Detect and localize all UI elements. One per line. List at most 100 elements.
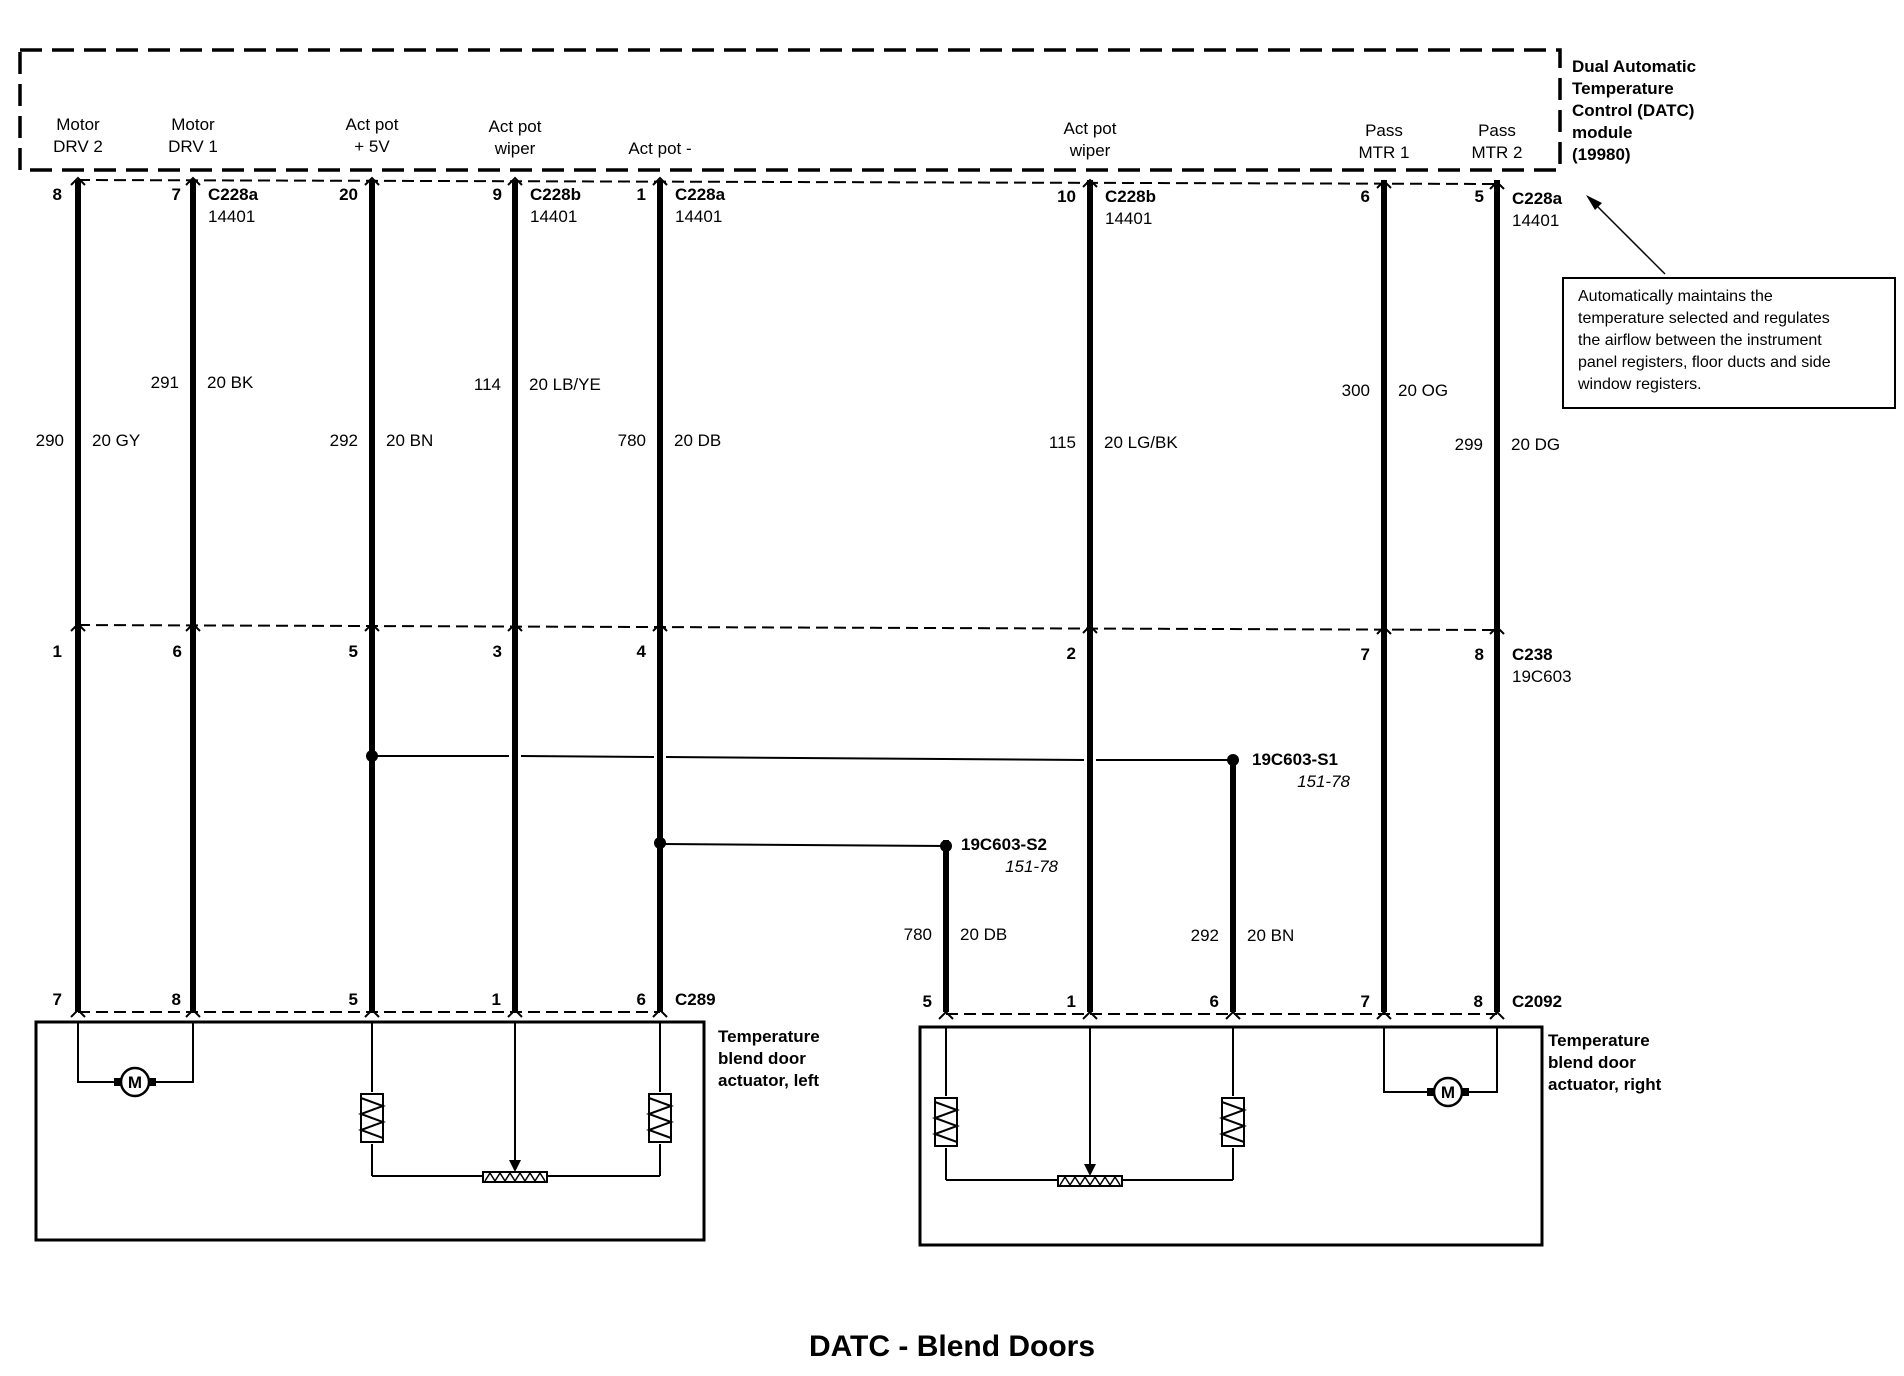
c238-connector-line: [77, 624, 1498, 631]
svg-text:the airflow between the instru: the airflow between the instrument: [1578, 332, 1822, 349]
svg-text:9: 9: [493, 185, 502, 204]
svg-text:8: 8: [53, 185, 62, 204]
svg-text:Dual Automatic: Dual Automatic: [1572, 57, 1696, 76]
resistor-left-b-icon: [648, 1093, 672, 1143]
bottom-pin-numbers: 7 8 5 1 6 C289 5 1 6 7 8 C2092: [53, 990, 1563, 1011]
diagram-title: DATC - Blend Doors: [809, 1330, 1095, 1363]
top-connector-ids: C228a 14401 C228b 14401 C228a 14401 C228…: [208, 185, 1563, 230]
splice-dot-s2: [940, 840, 952, 852]
resistor-right-a-icon: [934, 1097, 958, 1147]
svg-text:6: 6: [1210, 992, 1219, 1011]
svg-text:780: 780: [904, 925, 932, 944]
svg-text:actuator, left: actuator, left: [718, 1071, 819, 1090]
svg-text:panel registers, floor ducts a: panel registers, floor ducts and side: [1578, 354, 1831, 371]
svg-text:6: 6: [637, 990, 646, 1009]
svg-text:14401: 14401: [1512, 211, 1559, 230]
svg-text:292: 292: [330, 431, 358, 450]
svg-text:10: 10: [1057, 187, 1076, 206]
splice-dot-780: [654, 837, 666, 849]
note-arrow: [1594, 203, 1666, 275]
datc-module-outline: [18, 48, 1562, 172]
resistor-right-b-icon: [1221, 1097, 1245, 1147]
c238-label-2: 19C603: [1512, 667, 1572, 686]
pin-label-motor-drv2-2: DRV 2: [53, 137, 103, 156]
pin-label-act-pot-5v: Act pot: [346, 115, 399, 134]
svg-text:14401: 14401: [530, 207, 577, 226]
svg-text:14401: 14401: [208, 207, 255, 226]
svg-text:7: 7: [1361, 992, 1370, 1011]
svg-text:7: 7: [1361, 645, 1370, 664]
pin-label-pass-mtr2: Pass: [1478, 121, 1516, 140]
svg-text:Automatically maintains the: Automatically maintains the: [1578, 288, 1773, 305]
svg-text:1: 1: [1067, 992, 1076, 1011]
svg-text:780: 780: [618, 431, 646, 450]
pin-label-act-pot-wiper-right: Act pot: [1064, 119, 1117, 138]
svg-text:8: 8: [1475, 645, 1484, 664]
svg-text:4: 4: [637, 642, 647, 661]
svg-text:7: 7: [53, 990, 62, 1009]
svg-text:19C603-S2: 19C603-S2: [961, 835, 1047, 854]
svg-text:1: 1: [492, 990, 501, 1009]
svg-text:20 DB: 20 DB: [674, 431, 721, 450]
svg-text:2: 2: [1067, 644, 1076, 663]
pin-label-pass-mtr2-2: MTR 2: [1472, 143, 1523, 162]
svg-text:8: 8: [172, 990, 181, 1009]
svg-text:C228a: C228a: [675, 185, 726, 204]
circuit-labels: 290 20 GY 291 20 BK 292 20 BN 114 20 LB/…: [36, 373, 1561, 454]
svg-text:Temperature: Temperature: [1548, 1031, 1650, 1050]
svg-text:5: 5: [349, 642, 358, 661]
pin-label-motor-drv1: Motor: [171, 115, 215, 134]
svg-text:292: 292: [1191, 926, 1219, 945]
svg-text:5: 5: [1475, 187, 1484, 206]
svg-text:(19980): (19980): [1572, 145, 1631, 164]
svg-text:8: 8: [1474, 992, 1483, 1011]
actuator-right: M: [918, 1025, 1544, 1247]
pin-label-motor-drv2: Motor: [56, 115, 100, 134]
svg-text:300: 300: [1342, 381, 1370, 400]
splice-dot-292: [366, 750, 378, 762]
svg-text:20 BN: 20 BN: [1247, 926, 1294, 945]
svg-text:Temperature: Temperature: [718, 1027, 820, 1046]
svg-text:1: 1: [53, 642, 62, 661]
splice-lines: [376, 755, 1233, 847]
pin-label-act-pot-wiper-left: Act pot: [489, 117, 542, 136]
branch-labels: 780 20 DB 292 20 BN: [904, 925, 1295, 945]
svg-text:14401: 14401: [675, 207, 722, 226]
actuator-left-label: Temperature blend door actuator, left: [718, 1027, 820, 1090]
pin-label-act-pot-wiper-left-2: wiper: [494, 139, 536, 158]
svg-text:20 DB: 20 DB: [960, 925, 1007, 944]
svg-text:M: M: [128, 1073, 142, 1092]
splice-labels: 19C603-S1 151-78 19C603-S2 151-78: [961, 750, 1351, 876]
c228-connector-line: [77, 179, 1498, 185]
svg-text:temperature selected and regul: temperature selected and regulates: [1578, 310, 1830, 327]
svg-text:Control (DATC): Control (DATC): [1572, 101, 1694, 120]
svg-text:actuator, right: actuator, right: [1548, 1075, 1662, 1094]
actuator-left: M: [34, 1020, 706, 1242]
svg-text:20 DG: 20 DG: [1511, 435, 1560, 454]
note-arrowhead: [1586, 195, 1602, 210]
svg-text:20 GY: 20 GY: [92, 431, 140, 450]
svg-text:C228a: C228a: [1512, 189, 1563, 208]
pin-chevrons: [70, 176, 1505, 1020]
actuator-right-label: Temperature blend door actuator, right: [1548, 1031, 1662, 1094]
note-box: [1562, 277, 1896, 409]
note-text: Automatically maintains the temperature …: [1577, 288, 1831, 393]
svg-text:C228b: C228b: [530, 185, 581, 204]
svg-text:5: 5: [923, 992, 932, 1011]
svg-text:151-78: 151-78: [1297, 772, 1350, 791]
svg-text:14401: 14401: [1105, 209, 1152, 228]
svg-text:299: 299: [1455, 435, 1483, 454]
svg-text:7: 7: [172, 185, 181, 204]
pin-label-act-pot-wiper-right-2: wiper: [1069, 141, 1111, 160]
pin-label-motor-drv1-2: DRV 1: [168, 137, 218, 156]
svg-text:6: 6: [1361, 187, 1370, 206]
datc-module-name: Dual Automatic Temperature Control (DATC…: [1572, 57, 1696, 164]
pin-label-pass-mtr1-2: MTR 1: [1359, 143, 1410, 162]
svg-text:20 BN: 20 BN: [386, 431, 433, 450]
svg-text:20: 20: [339, 185, 358, 204]
potentiometer-left-icon: [482, 1171, 548, 1183]
svg-text:3: 3: [493, 642, 502, 661]
svg-text:115: 115: [1049, 433, 1076, 452]
svg-text:20 BK: 20 BK: [207, 373, 254, 392]
